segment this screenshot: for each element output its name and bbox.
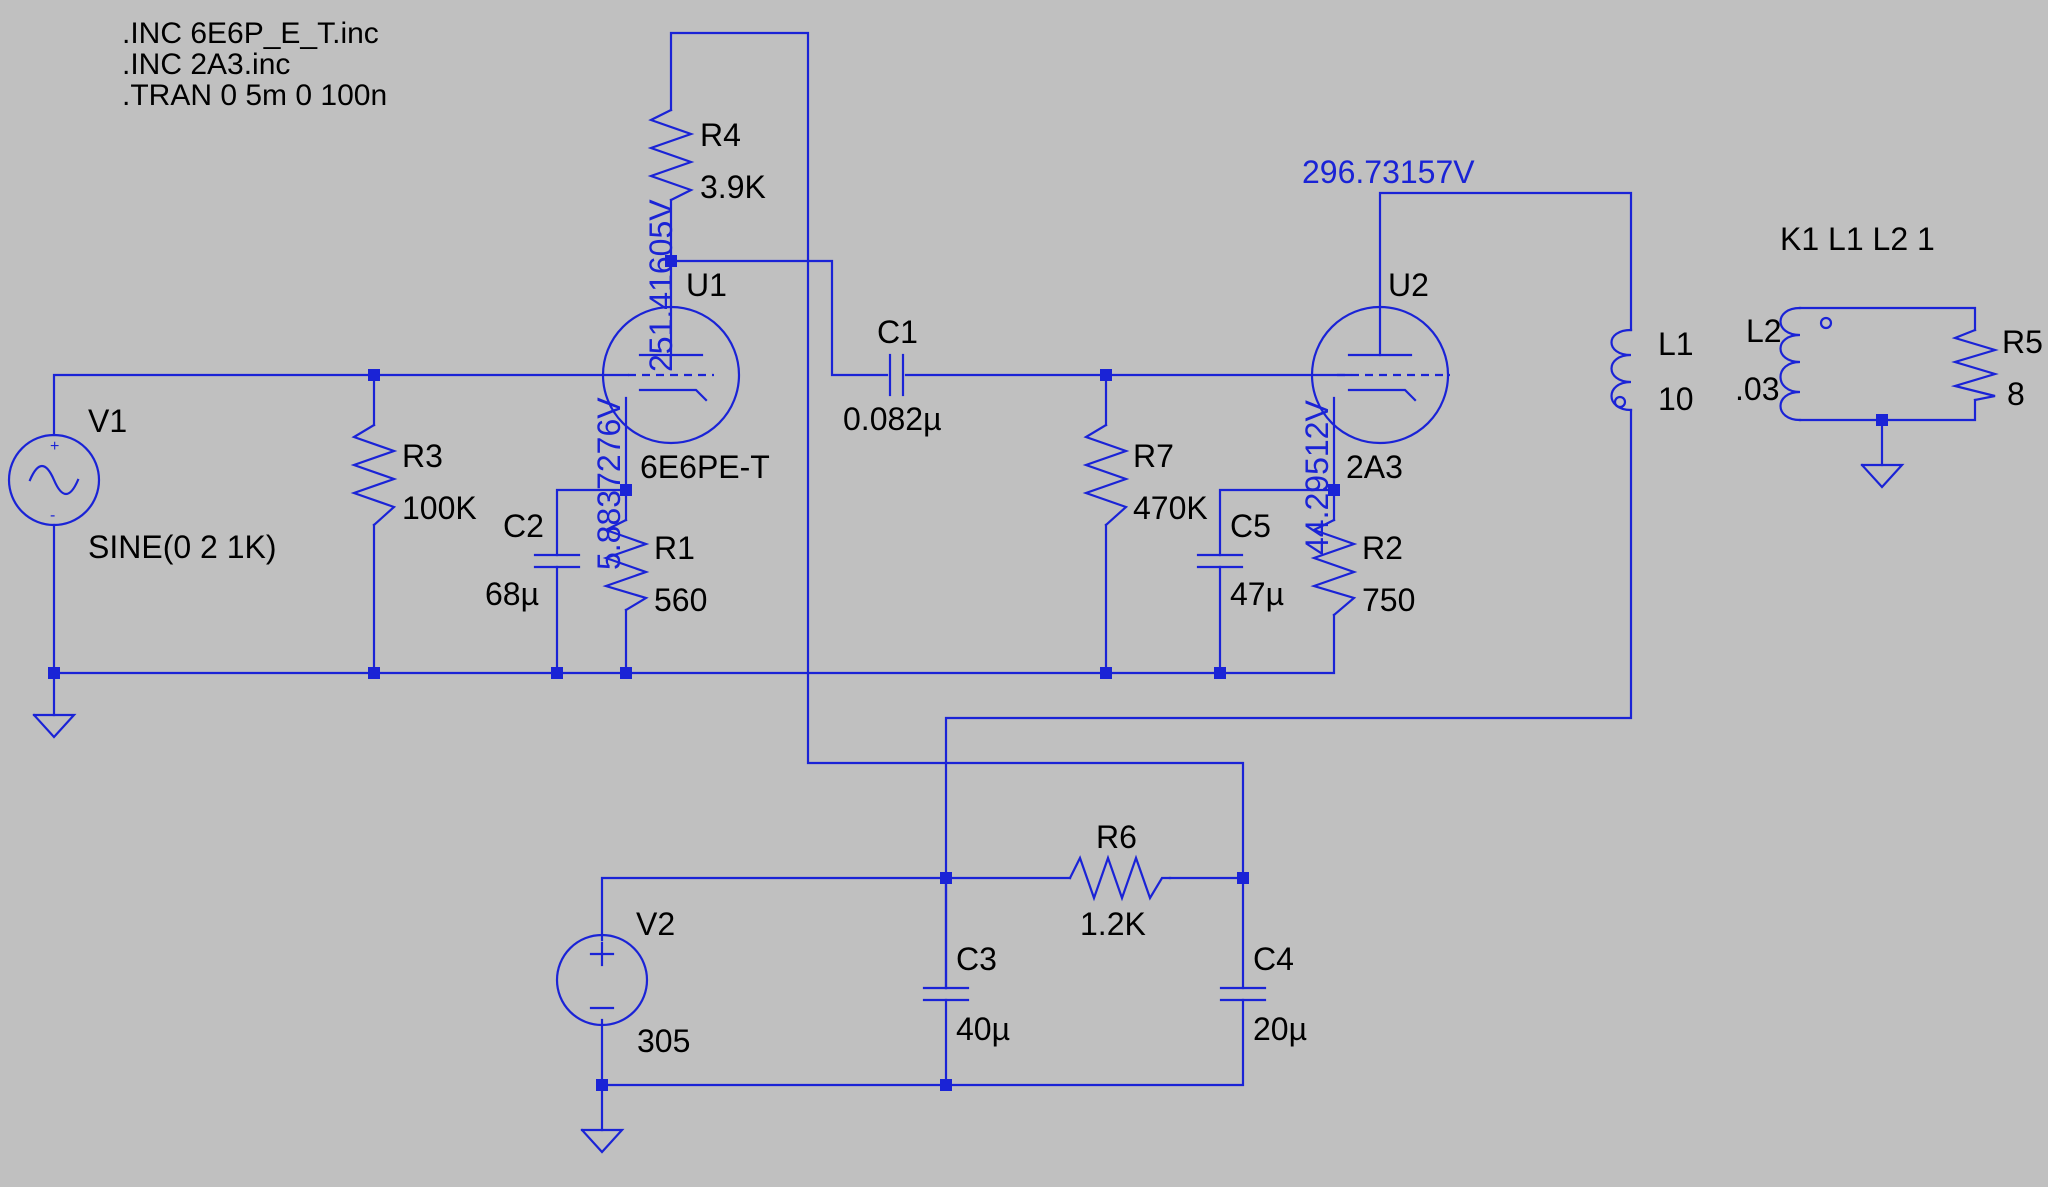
junction-dot	[1237, 872, 1249, 884]
r5-resistor[interactable]	[1950, 328, 1999, 402]
junction-dot	[1876, 414, 1888, 426]
r7-name: R7	[1133, 438, 1174, 474]
c5-name: C5	[1230, 508, 1271, 544]
coupling-directive[interactable]: K1 L1 L2 1	[1780, 221, 1935, 257]
c1-name: C1	[877, 314, 918, 350]
junction-dot	[1328, 484, 1340, 496]
junction-dot	[368, 369, 380, 381]
r3-value: 100K	[402, 490, 477, 526]
l1-value: 10	[1658, 381, 1694, 417]
r2-resistor[interactable]	[1310, 518, 1358, 617]
junction-dot	[620, 667, 632, 679]
c3-capacitor[interactable]	[922, 986, 970, 1002]
junction-dot	[48, 667, 60, 679]
directive-line[interactable]: .INC 2A3.inc	[122, 48, 290, 81]
wire-l2-top[interactable]	[1798, 306, 1977, 332]
wire-u2-plate[interactable]	[1378, 191, 1633, 357]
directive-line[interactable]: .TRAN 0 5m 0 100n	[122, 79, 387, 112]
ground-symbol	[32, 713, 77, 739]
r2-value: 750	[1362, 582, 1415, 618]
svg-text:+: +	[50, 438, 59, 455]
l2-value: .03	[1735, 371, 1779, 407]
c5-value: 47µ	[1230, 576, 1284, 612]
c2-name: C2	[503, 508, 544, 544]
directive-line[interactable]: .INC 6E6P_E_T.inc	[122, 17, 379, 50]
junction-dot	[551, 667, 563, 679]
junction-dot	[1100, 667, 1112, 679]
r3-resistor[interactable]	[350, 423, 398, 527]
r6-resistor[interactable]	[1068, 854, 1172, 902]
c2-capacitor[interactable]	[533, 553, 581, 569]
junction-dot	[1214, 667, 1226, 679]
r3-name: R3	[402, 438, 443, 474]
r5-name: R5	[2002, 324, 2043, 360]
wires[interactable]	[52, 31, 1977, 1132]
u2-triode[interactable]	[1310, 305, 1450, 445]
v1-name: V1	[88, 403, 127, 439]
v2-dc-source[interactable]	[555, 933, 649, 1027]
r4-resistor[interactable]	[647, 108, 695, 202]
u2-plate-voltage: 296.73157V	[1302, 154, 1475, 190]
r1-value: 560	[654, 582, 707, 618]
wire-ground-bus[interactable]	[52, 613, 1336, 675]
u2-model: 2A3	[1346, 449, 1403, 485]
c1-value: 0.082µ	[843, 401, 942, 437]
u1-triode[interactable]	[601, 305, 741, 445]
c3-value: 40µ	[956, 1011, 1010, 1047]
u2-name: U2	[1388, 267, 1429, 303]
v1-sine-source[interactable]: + -	[7, 433, 101, 527]
l2-name: L2	[1746, 313, 1782, 349]
junction-dot	[596, 1079, 608, 1091]
l2-inductor[interactable]	[1779, 306, 1833, 422]
junction-dot	[665, 255, 677, 267]
svg-text:-: -	[50, 507, 55, 524]
wire-v2-top[interactable]	[600, 876, 1072, 942]
l1-inductor[interactable]	[1610, 328, 1633, 412]
v2-value: 305	[637, 1023, 690, 1059]
junction-dot	[940, 872, 952, 884]
junction-dot	[940, 1079, 952, 1091]
wire-r4-top[interactable]	[669, 31, 1245, 879]
wire-c5-top[interactable]	[1218, 488, 1336, 557]
wire-l1-bottom[interactable]	[944, 408, 1633, 990]
r5-value: 8	[2007, 376, 2025, 412]
c5-capacitor[interactable]	[1196, 553, 1244, 569]
ground-symbol	[1860, 463, 1905, 489]
r1-resistor[interactable]	[602, 518, 650, 612]
v2-name: V2	[636, 906, 675, 942]
ground-symbol	[580, 1128, 625, 1154]
c4-value: 20µ	[1253, 1011, 1307, 1047]
c4-name: C4	[1253, 941, 1294, 977]
spice-directives[interactable]: .INC 6E6P_E_T.inc .INC 2A3.inc .TRAN 0 5…	[122, 17, 387, 112]
r4-value: 3.9K	[700, 169, 766, 205]
junction-dot	[620, 484, 632, 496]
c2-value: 68µ	[485, 576, 539, 612]
r7-value: 470K	[1133, 490, 1208, 526]
u2-cathode-voltage: 44.29512V	[1299, 400, 1335, 555]
u1-model: 6E6PE-T	[640, 449, 770, 485]
r7-resistor[interactable]	[1082, 423, 1130, 527]
r6-name: R6	[1096, 819, 1137, 855]
junction-dot	[1100, 369, 1112, 381]
c4-capacitor[interactable]	[1219, 986, 1267, 1002]
c1-capacitor[interactable]	[888, 353, 905, 397]
r4-name: R4	[700, 117, 741, 153]
wire-c2-top[interactable]	[555, 488, 628, 557]
r1-name: R1	[654, 530, 695, 566]
u1-name: U1	[686, 267, 727, 303]
l1-name: L1	[1658, 326, 1694, 362]
junctions	[48, 255, 1888, 1091]
wire-input[interactable]	[52, 373, 630, 437]
u1-plate-voltage: 251.41605V	[643, 199, 679, 372]
wire-c4-bottom[interactable]	[600, 998, 1245, 1087]
wire-l2-bottom[interactable]	[1798, 398, 1977, 422]
r2-name: R2	[1362, 530, 1403, 566]
wire-plate-to-c1[interactable]	[669, 259, 889, 377]
c3-name: C3	[956, 941, 997, 977]
u1-cathode-voltage: 5.8837276V	[591, 397, 627, 570]
v1-value: SINE(0 2 1K)	[88, 529, 277, 565]
junction-dot	[368, 667, 380, 679]
r6-value: 1.2K	[1080, 906, 1146, 942]
